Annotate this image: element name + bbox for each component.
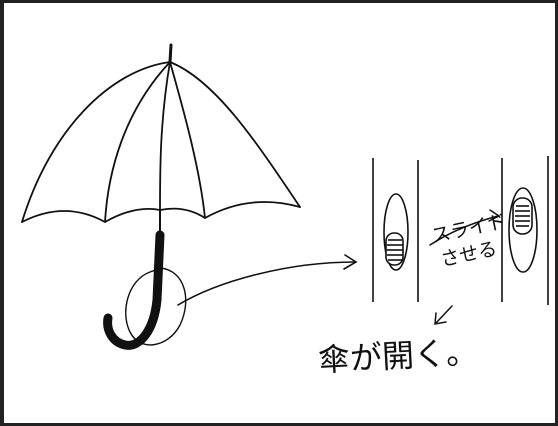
result-arrow [434,305,453,325]
result-caption: 傘が開く。 [317,332,479,380]
umbrella-handle [103,230,165,350]
grip-highlight-circle [125,267,187,346]
arrow-icon [177,254,358,306]
slider-switch-icon-open [501,156,549,305]
slider-switch-icon [372,158,419,302]
slide-arrow [429,209,501,246]
umbrella-icon [21,43,301,236]
